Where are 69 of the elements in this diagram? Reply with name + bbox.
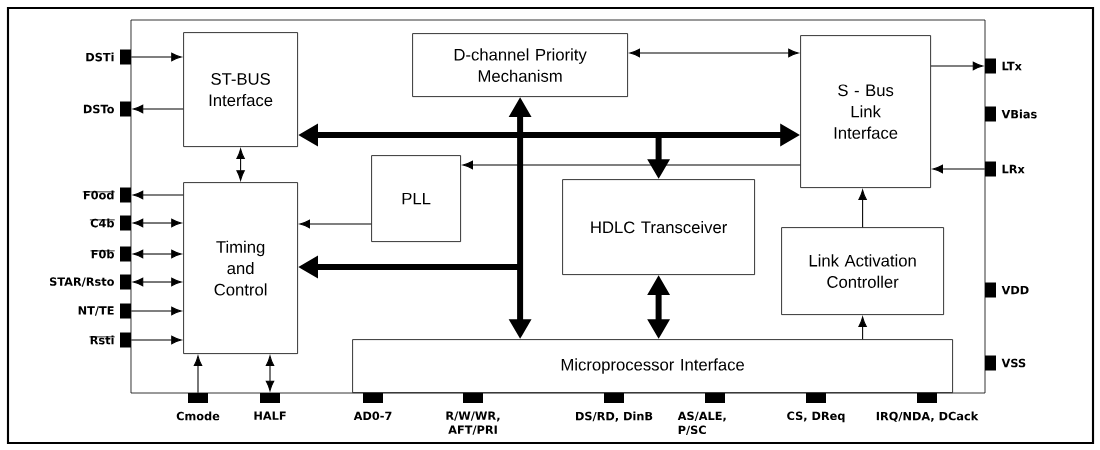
pin-square	[985, 161, 996, 177]
pin-square	[985, 106, 996, 122]
arrow	[132, 104, 184, 114]
pin-square	[120, 101, 131, 117]
arrow	[193, 355, 203, 394]
pin-label: VSS	[1001, 358, 1026, 368]
block-box: Timing and Control	[183, 182, 298, 354]
block-box: ST-BUS Interface	[183, 32, 298, 147]
arrow	[132, 249, 182, 259]
pin-square	[120, 49, 131, 65]
pin-label: VDD	[1001, 285, 1029, 295]
pin-square	[120, 215, 131, 231]
arrow	[265, 355, 275, 392]
pin-label: F0b	[90, 249, 116, 259]
block-box: D-channel Priority Mechanism	[412, 33, 628, 97]
pin-square	[985, 58, 996, 74]
block-box: S - Bus Link Interface	[800, 35, 931, 188]
pin-label: AS/ALE, P/SC	[677, 411, 726, 435]
pin-square	[985, 355, 996, 371]
arrow	[132, 277, 182, 287]
pin-square	[363, 393, 383, 403]
pin-square	[120, 303, 131, 319]
pin-square	[604, 393, 624, 403]
arrow	[858, 189, 867, 228]
chip-outline	[130, 19, 986, 394]
pin-label: NT/TE	[78, 306, 114, 316]
arrow	[130, 335, 182, 345]
arrow	[858, 316, 867, 340]
arrow	[932, 164, 986, 174]
pin-square	[120, 246, 131, 262]
block-box: Microprocessor Interface	[352, 339, 953, 393]
pin-square	[120, 332, 131, 348]
block-box: PLL	[371, 155, 461, 242]
block-box: Link Activation Controller	[781, 227, 944, 315]
pin-square	[705, 393, 725, 403]
pin-label: CS, DReq	[787, 411, 845, 423]
arrow	[130, 52, 182, 62]
pin-label: LRx	[1002, 164, 1025, 174]
arrow	[236, 148, 245, 181]
pin-label: R/W/WR, AFT/PRI	[446, 411, 500, 435]
pin-square	[463, 393, 483, 403]
pin-label: IRQ/NDA, DCack	[876, 411, 979, 422]
pin-label: HALF	[254, 411, 286, 420]
block-box: HDLC Transceiver	[562, 179, 755, 275]
pin-label: AD0-7	[353, 411, 392, 421]
pin-square	[120, 274, 131, 290]
arrow	[462, 160, 801, 170]
pin-label: DSTi	[86, 52, 114, 62]
arrow	[299, 219, 372, 229]
pin-label: VBias	[1001, 109, 1037, 119]
pin-square	[985, 282, 996, 298]
arrow	[132, 218, 182, 228]
pin-label: LTx	[1002, 61, 1022, 71]
pin-square	[260, 393, 280, 403]
arrow	[930, 61, 984, 71]
pin-square	[806, 393, 826, 403]
pin-label: DSTo	[83, 104, 114, 114]
pin-square	[917, 393, 937, 403]
pin-label: Rsti	[89, 335, 116, 345]
pin-label: STAR/Rsto	[49, 277, 114, 287]
pin-label: F0od	[82, 190, 116, 200]
pin-square	[188, 393, 208, 403]
arrow	[132, 190, 184, 200]
arrow	[130, 306, 182, 316]
pin-label: Cmode	[176, 411, 220, 421]
pin-label: C4b	[89, 218, 116, 228]
arrow	[629, 48, 799, 58]
pin-square	[120, 187, 131, 203]
pin-label: DS/RD, DinB	[576, 411, 653, 422]
